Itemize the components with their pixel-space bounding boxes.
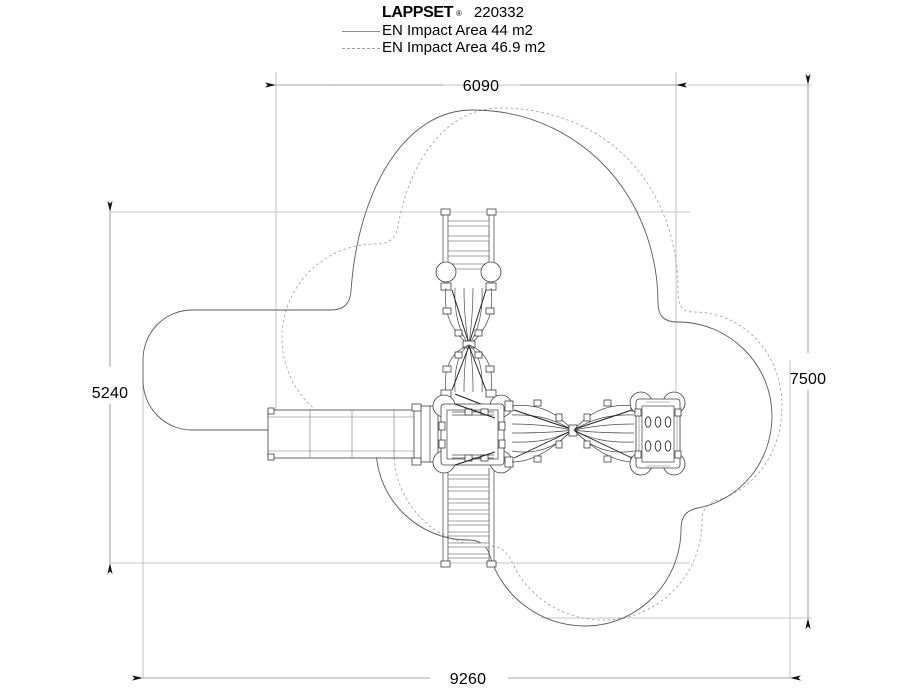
- dimension-left-5240: 5240: [92, 201, 128, 574]
- dimension-left-label: 5240: [92, 385, 128, 402]
- equipment-slide-left: [267, 403, 439, 466]
- dimension-top-label: 6090: [463, 78, 499, 95]
- brand-logo: LAPPSET: [382, 4, 453, 21]
- dimension-right-7500: 7500: [790, 74, 826, 629]
- dimension-bottom-9260: 9260: [132, 671, 801, 688]
- equipment-rope-net-upper: [435, 261, 502, 407]
- dimension-bottom-label: 9260: [450, 671, 486, 688]
- dimension-top-6090: 6090: [265, 78, 687, 95]
- legend-item-impact-area-44: EN Impact Area 44 m2: [338, 22, 668, 39]
- legend-swatch-dashed-icon: [338, 43, 382, 53]
- impact-area-outline-469: [281, 107, 783, 621]
- impact-area-outline-44: [142, 109, 773, 627]
- equipment-central-deck: [432, 394, 513, 474]
- legend-label-impact-area-469: EN Impact Area 46.9 m2: [382, 39, 546, 56]
- dimension-right-label: 7500: [790, 371, 826, 388]
- dimension-lines: 6090 9260 5240 7500: [92, 74, 826, 688]
- registered-trademark-icon: ®: [456, 9, 462, 18]
- equipment-ladder-lower: [440, 468, 497, 568]
- extension-lines: [110, 72, 812, 678]
- brand-row: LAPPSET ® 220332: [338, 3, 668, 22]
- legend-label-impact-area-44: EN Impact Area 44 m2: [382, 22, 533, 39]
- equipment-rope-net-right: [504, 399, 640, 468]
- title-block: LAPPSET ® 220332 EN Impact Area 44 m2 EN…: [338, 3, 668, 56]
- legend-item-impact-area-469: EN Impact Area 46.9 m2: [338, 39, 668, 56]
- product-code: 220332: [473, 4, 524, 21]
- equipment-secondary-deck-right: [629, 391, 686, 476]
- legend-swatch-solid-icon: [338, 26, 382, 36]
